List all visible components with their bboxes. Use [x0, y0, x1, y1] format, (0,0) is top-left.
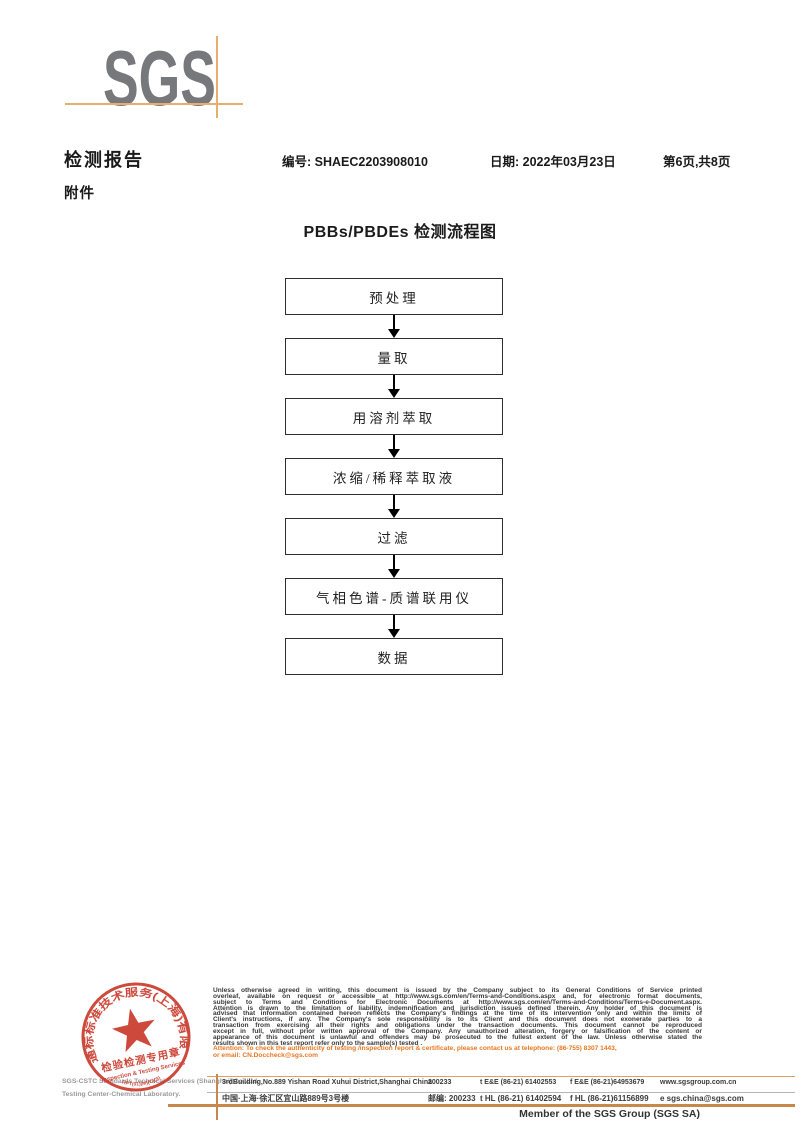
legal-line: results shown in this test report refer …	[213, 1039, 423, 1047]
report-number: 编号: SHAEC2203908010	[282, 151, 428, 170]
phone-ee: t E&E (86-21) 61402553	[480, 1079, 557, 1086]
fax-ee: f E&E (86-21)64953679	[570, 1079, 645, 1086]
flowchart-step-measure: 量取	[285, 338, 503, 375]
address-row-cn: 中国·上海·徐汇区宜山路889号3号楼 邮编: 200233 t HL (86-…	[222, 1093, 782, 1104]
flowchart-step-concentrate-dilute: 浓缩/稀释萃取液	[285, 458, 503, 495]
sgs-member-line: Member of the SGS Group (SGS SA)	[519, 1108, 700, 1120]
page-indicator: 第6页,共8页	[663, 155, 731, 169]
attention-email-line: or email: CN.Doccheck@sgs.com	[213, 1051, 319, 1059]
address-top-rule	[207, 1076, 795, 1077]
footer-crosshair-horizontal	[168, 1104, 795, 1107]
address-middle-rule	[207, 1091, 795, 1093]
down-arrow-icon	[388, 495, 400, 518]
down-arrow-icon	[388, 555, 400, 578]
fax-hl: f HL (86-21)61156899	[570, 1094, 649, 1103]
report-number-label: 编号:	[282, 155, 312, 169]
logo-crosshair-horizontal	[65, 103, 243, 105]
flowchart-step-solvent-extraction: 用溶剂萃取	[285, 398, 503, 435]
legal-line: transaction from exercising all their ri…	[213, 1022, 702, 1030]
down-arrow-icon	[388, 615, 400, 638]
attention-line: Attention: To check the authenticity of …	[213, 1045, 617, 1053]
down-arrow-icon	[388, 435, 400, 458]
report-date-label: 日期:	[490, 155, 520, 169]
report-date-value: 2022年03月23日	[522, 155, 616, 169]
postcode-en: 200233	[428, 1079, 452, 1086]
flowchart-title: PBBs/PBDEs 检测流程图	[303, 224, 497, 241]
legal-line: except in full, without prior written ap…	[213, 1027, 702, 1035]
legal-line: overleaf, available on request or access…	[213, 992, 702, 1000]
legal-disclaimer: Unless otherwise agreed in writing, this…	[213, 987, 702, 1059]
flowchart-step-filter: 过滤	[285, 518, 503, 555]
report-date: 日期: 2022年03月23日	[490, 151, 616, 170]
attachment-label: 附件	[64, 186, 95, 202]
flowchart-step-data: 数据	[285, 638, 503, 675]
address-cn: 中国·上海·徐汇区宜山路889号3号楼	[222, 1094, 350, 1103]
legal-line: advised that information contained hereo…	[213, 1010, 702, 1018]
legal-line: subject to Terms and Conditions for Elec…	[213, 998, 702, 1006]
phone-hl: t HL (86-21) 61402594	[480, 1094, 562, 1103]
stamp-star-icon	[111, 1008, 155, 1053]
logo-crosshair-vertical	[216, 36, 218, 118]
lab-department-name: Testing Center-Chemical Laboratory.	[62, 1091, 181, 1098]
email: e sgs.china@sgs.com	[660, 1094, 744, 1103]
legal-line: appearance of this document is unlawful …	[213, 1033, 702, 1041]
postcode-cn: 邮编: 200233	[428, 1094, 476, 1103]
inspection-seal-stamp: 通标标准技术服务(上海)有限公司 检验检测专用章 Inspection & Te…	[70, 971, 194, 1092]
report-number-value: SHAEC2203908010	[314, 155, 428, 169]
legal-line: Unless otherwise agreed in writing, this…	[213, 987, 702, 994]
down-arrow-icon	[388, 375, 400, 398]
flowchart-step-gcms: 气相色谱-质谱联用仪	[285, 578, 503, 615]
down-arrow-icon	[388, 315, 400, 338]
website: www.sgsgroup.com.cn	[660, 1079, 737, 1086]
legal-line: Attention is drawn to the limitation of …	[213, 1004, 702, 1012]
address-row-en: 3rdBuilding,No.889 Yishan Road Xuhui Dis…	[222, 1079, 782, 1086]
flowchart: 预处理 量取 用溶剂萃取 浓缩/稀释萃取液 过滤 气相色谱-质谱联用仪 数据	[285, 278, 503, 675]
flowchart-step-pretreatment: 预处理	[285, 278, 503, 315]
page-title: 检测报告	[64, 150, 144, 170]
address-en: 3rdBuilding,No.889 Yishan Road Xuhui Dis…	[222, 1079, 433, 1086]
legal-line: Client's instructions, if any. The Compa…	[213, 1016, 702, 1024]
footer-crosshair-vertical	[216, 1074, 218, 1120]
sgs-logo-text: SGS	[103, 34, 216, 118]
lab-company-name: SGS-CSTC Standards Technical Services (S…	[62, 1078, 260, 1085]
